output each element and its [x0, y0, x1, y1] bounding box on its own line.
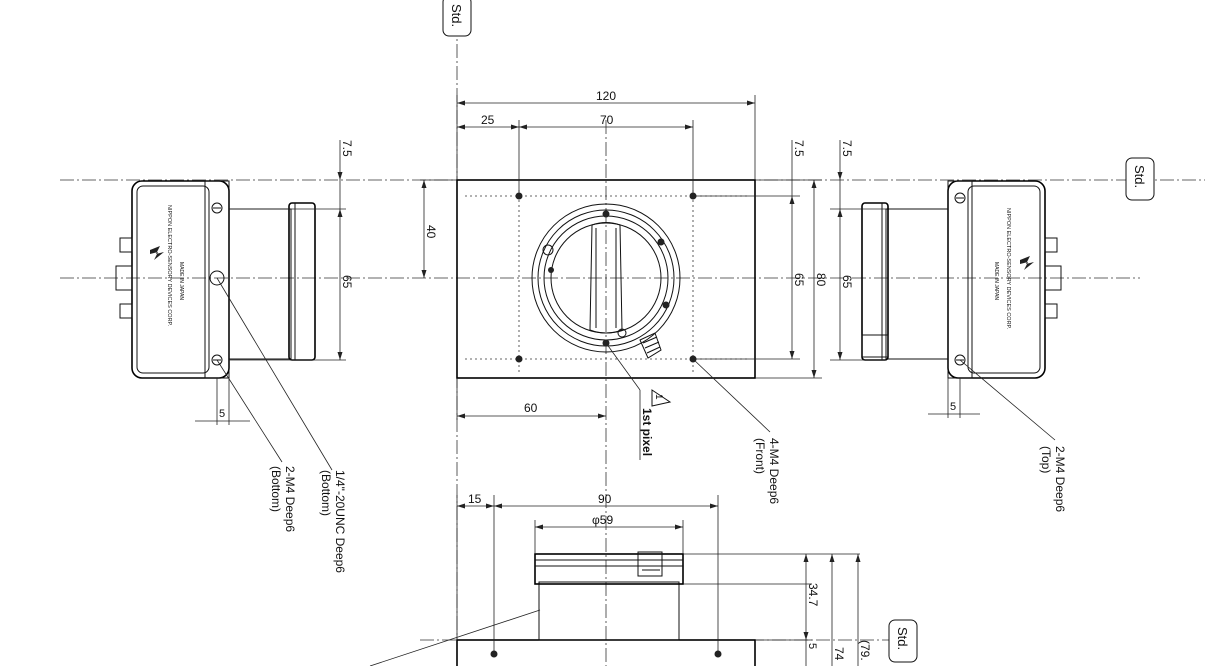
dim-side-diameter: φ59	[592, 513, 613, 527]
datum-std-bottom-text: Std.	[895, 627, 910, 650]
dim-right-7-5: 7.5	[840, 140, 854, 157]
dim-left-5: 5	[219, 408, 225, 420]
right-view-dimensions: 7.5 65 5 2-M4 Deep6 (Top)	[830, 140, 1067, 512]
left-plate-text-2: MADE IN JAPAN	[178, 262, 184, 300]
left-bottom-holes-sub: (Bottom)	[269, 466, 283, 512]
dim-left-7-5: 7.5	[340, 140, 354, 157]
dim-side-79: (79.	[858, 640, 872, 661]
dim-right-65: 65	[840, 275, 854, 289]
dim-offset-60: 60	[524, 401, 538, 415]
dim-height-65-front: 65	[792, 273, 806, 287]
first-pixel-label: 1st pixel	[640, 408, 654, 456]
front-holes-sub: (Front)	[753, 438, 767, 474]
dim-height-40: 40	[424, 225, 438, 239]
datum-std-right-text: Std.	[1132, 165, 1147, 188]
dim-height-80: 80	[814, 273, 828, 287]
datum-std-right: Std.	[1125, 157, 1155, 201]
dim-side-74: 74	[832, 647, 846, 661]
dim-pitch-70: 70	[600, 113, 614, 127]
side-view-dimensions: 15 90 φ59 34.7 5 74 (79.	[456, 492, 872, 666]
tripod-hole-sub: (Bottom)	[319, 470, 333, 516]
datum-std-top-text: Std.	[449, 4, 464, 27]
right-top-holes-sub: (Top)	[1039, 446, 1053, 473]
dim-side-34-7: 34.7	[806, 583, 820, 607]
dim-side-90: 90	[598, 492, 612, 506]
company-logo-icon	[150, 246, 164, 260]
left-view: NIPPON ELECTRO-SENSORY DEVICES CORP. MAD…	[115, 180, 316, 379]
left-view-dimensions: 7.5 65 5 2-M4 Deep6 (Bottom) 1/4"-20UNC …	[195, 140, 354, 573]
dim-offset-7-5-front: 7.5	[792, 140, 806, 157]
right-top-holes-label: 2-M4 Deep6	[1053, 446, 1067, 512]
datum-std-bottom: Std.	[888, 619, 918, 663]
front-view	[456, 179, 756, 379]
side-view	[369, 551, 756, 666]
right-plate-text-2: MADE IN JAPAN	[993, 262, 999, 300]
datum-std-top: Std.	[442, 0, 472, 37]
left-bottom-holes-label: 2-M4 Deep6	[283, 466, 297, 532]
left-plate-text-1: NIPPON ELECTRO-SENSORY DEVICES CORP.	[166, 205, 172, 327]
front-view-dimensions: 120 25 70 40 65 80 7.5 60 1	[420, 89, 828, 504]
dim-side-5: 5	[806, 643, 818, 649]
dim-offset-25: 25	[481, 113, 495, 127]
right-view: NIPPON ELECTRO-SENSORY DEVICES CORP. MAD…	[861, 180, 1062, 379]
dim-left-65: 65	[340, 275, 354, 289]
tripod-hole-label: 1/4"-20UNC Deep6	[333, 470, 347, 573]
dim-side-15: 15	[468, 492, 482, 506]
dim-width-120: 120	[596, 89, 616, 103]
lens-mount-icon	[531, 203, 681, 359]
front-holes-label: 4-M4 Deep6	[767, 438, 781, 504]
first-pixel-mark: 1	[653, 394, 664, 400]
dim-right-5: 5	[950, 401, 956, 413]
right-plate-text-1: NIPPON ELECTRO-SENSORY DEVICES CORP.	[1005, 208, 1011, 330]
mount-hole-icon	[515, 355, 523, 363]
company-logo-icon	[1020, 256, 1034, 270]
